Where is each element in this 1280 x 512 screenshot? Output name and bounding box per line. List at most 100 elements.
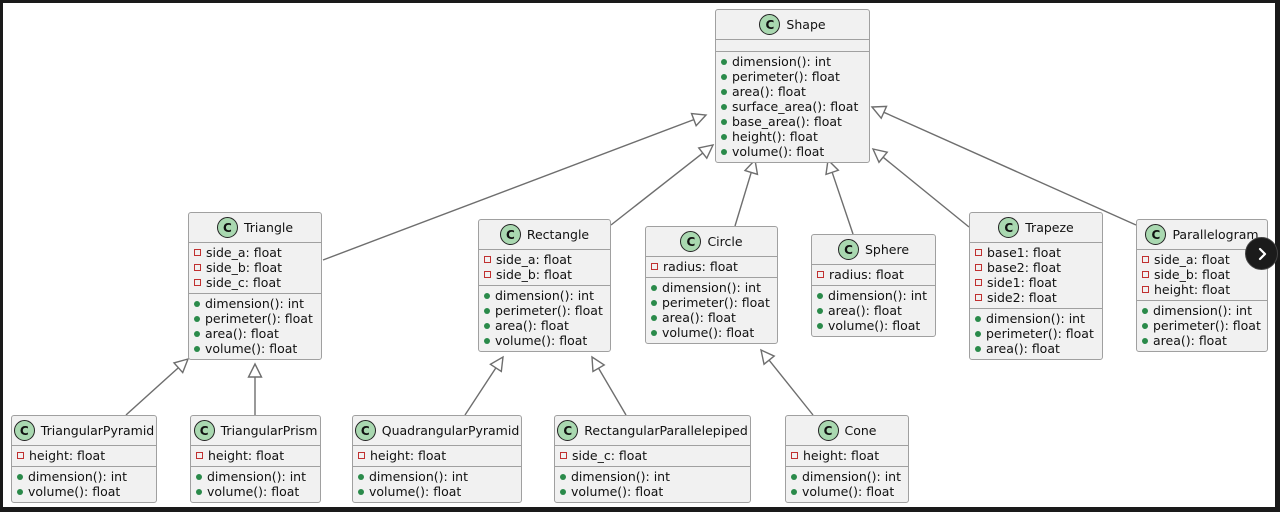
method-text: area(): float <box>205 326 279 341</box>
inheritance-arrowhead <box>870 105 888 120</box>
inheritance-line <box>883 111 1137 226</box>
class-name: Parallelogram <box>1172 227 1259 242</box>
inheritance-arrowhead <box>743 158 759 176</box>
next-slide-button[interactable] <box>1245 237 1278 270</box>
class-name: TriangularPyramid <box>40 423 155 438</box>
field-text: side_c: float <box>572 448 647 463</box>
method-row: volume(): float <box>791 484 903 499</box>
inheritance-arrows <box>125 105 1137 416</box>
inheritance-line <box>597 367 627 416</box>
method-row: perimeter(): float <box>194 311 316 326</box>
method-row: area(): float <box>1142 333 1262 348</box>
method-text: volume(): float <box>369 484 462 499</box>
public-visibility-icon <box>975 345 981 352</box>
inheritance-arrowhead <box>172 357 190 374</box>
public-visibility-icon <box>196 488 202 495</box>
private-visibility-icon <box>194 264 201 271</box>
class-stereotype-icon: C <box>557 420 579 441</box>
class-name: Trapeze <box>1025 220 1074 235</box>
inheritance-arrowhead <box>489 355 504 373</box>
class-name: Circle <box>707 234 743 249</box>
field-text: side_c: float <box>206 275 281 290</box>
class-triangular-pyramid: C TriangularPyramid height: float dimension… <box>11 415 157 503</box>
inheritance-arrow <box>247 362 263 415</box>
inheritance-line <box>768 359 814 416</box>
chevron-right-icon <box>1258 247 1266 260</box>
method-row: perimeter(): float <box>1142 318 1262 333</box>
inheritance-arrow <box>610 144 715 226</box>
private-visibility-icon <box>791 452 798 459</box>
field-row: side_b: float <box>484 267 605 282</box>
public-visibility-icon <box>560 488 566 495</box>
method-row: volume(): float <box>358 484 516 499</box>
method-text: perimeter(): float <box>205 311 313 326</box>
private-visibility-icon <box>1142 256 1149 263</box>
class-header: C Parallelogram <box>1137 220 1267 249</box>
fields-section: radius: float <box>646 256 777 277</box>
fields-section: height: float <box>786 445 908 466</box>
class-stereotype-icon: C <box>1145 224 1167 245</box>
method-text: dimension(): int <box>369 469 468 484</box>
method-text: area(): float <box>1153 333 1227 348</box>
class-stereotype-icon: C <box>13 420 35 441</box>
inheritance-arrow <box>870 105 1137 226</box>
method-text: dimension(): int <box>207 469 306 484</box>
private-visibility-icon <box>358 452 365 459</box>
field-row: height: float <box>1142 282 1262 297</box>
private-visibility-icon <box>1142 271 1149 278</box>
class-name: TriangularPrism <box>220 423 318 438</box>
inheritance-line <box>464 367 497 416</box>
method-text: area(): float <box>986 341 1060 356</box>
method-row: dimension(): int <box>194 296 316 311</box>
class-stereotype-icon: C <box>216 217 238 238</box>
field-row: base2: float <box>975 260 1097 275</box>
method-row: volume(): float <box>721 144 864 159</box>
public-visibility-icon <box>194 345 200 352</box>
method-text: dimension(): int <box>828 288 927 303</box>
public-visibility-icon <box>721 148 727 155</box>
method-text: perimeter(): float <box>495 303 603 318</box>
method-row: dimension(): int <box>358 469 516 484</box>
inheritance-arrowhead <box>697 144 715 160</box>
field-text: base2: float <box>987 260 1062 275</box>
fields-section: side_c: float <box>555 445 750 466</box>
method-text: perimeter(): float <box>1153 318 1261 333</box>
inheritance-line <box>125 367 179 416</box>
field-text: height: float <box>29 448 106 463</box>
public-visibility-icon <box>196 473 202 480</box>
field-row: side_c: float <box>560 448 745 463</box>
public-visibility-icon <box>721 58 727 65</box>
private-visibility-icon <box>817 271 824 278</box>
public-visibility-icon <box>817 292 823 299</box>
method-row: area(): float <box>194 326 316 341</box>
method-row: perimeter(): float <box>721 69 864 84</box>
method-row: dimension(): int <box>484 288 605 303</box>
method-text: volume(): float <box>495 333 588 348</box>
field-text: height: float <box>803 448 880 463</box>
class-stereotype-icon: C <box>998 217 1020 238</box>
method-text: dimension(): int <box>28 469 127 484</box>
class-name: QuadrangularPyramid <box>381 423 520 438</box>
method-row: volume(): float <box>194 341 316 356</box>
public-visibility-icon <box>651 314 657 321</box>
method-row: volume(): float <box>17 484 151 499</box>
public-visibility-icon <box>358 488 364 495</box>
public-visibility-icon <box>791 488 797 495</box>
inheritance-arrow <box>322 112 708 261</box>
method-row: surface_area(): float <box>721 99 864 114</box>
method-row: dimension(): int <box>817 288 930 303</box>
